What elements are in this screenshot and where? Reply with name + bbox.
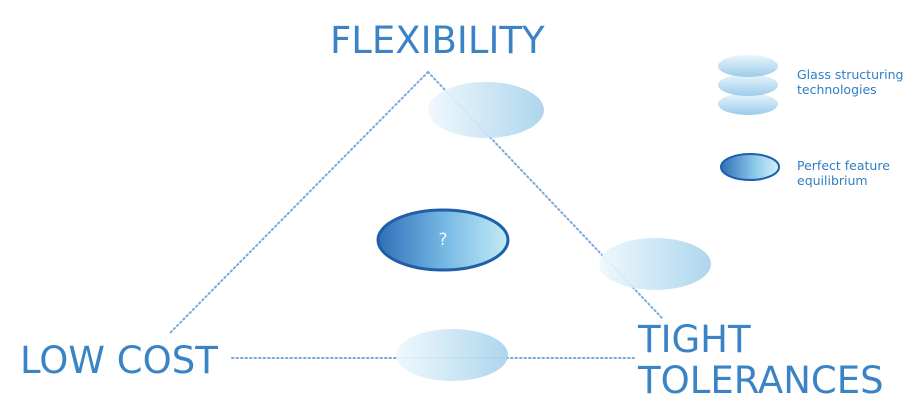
- legend-perfect-line1: Perfect feature: [797, 158, 890, 173]
- legend-perfect-line2: equilibrium: [797, 173, 868, 188]
- question-mark: ?: [438, 230, 448, 250]
- tech-ellipse-right: [599, 238, 711, 290]
- label-flexibility: FLEXIBILITY: [330, 19, 545, 62]
- legend-glass-line1: Glass structuring: [797, 67, 904, 82]
- label-tight: TIGHT: [638, 318, 751, 361]
- tech-ellipse-bottom: [396, 329, 508, 381]
- label-low-cost: LOW COST: [20, 339, 218, 382]
- edge-top-left: [169, 71, 429, 334]
- label-tolerances: TOLERANCES: [638, 359, 884, 402]
- legend-perfect-label: Perfect feature equilibrium: [797, 158, 890, 188]
- legend-glass-label: Glass structuring technologies: [797, 67, 903, 97]
- legend-perfect-icon: [720, 153, 780, 181]
- perfect-equilibrium-ellipse: [376, 208, 510, 272]
- legend-glass-line2: technologies: [797, 82, 877, 97]
- legend-glass-icon: [718, 55, 778, 115]
- tech-ellipse-top: [428, 82, 544, 138]
